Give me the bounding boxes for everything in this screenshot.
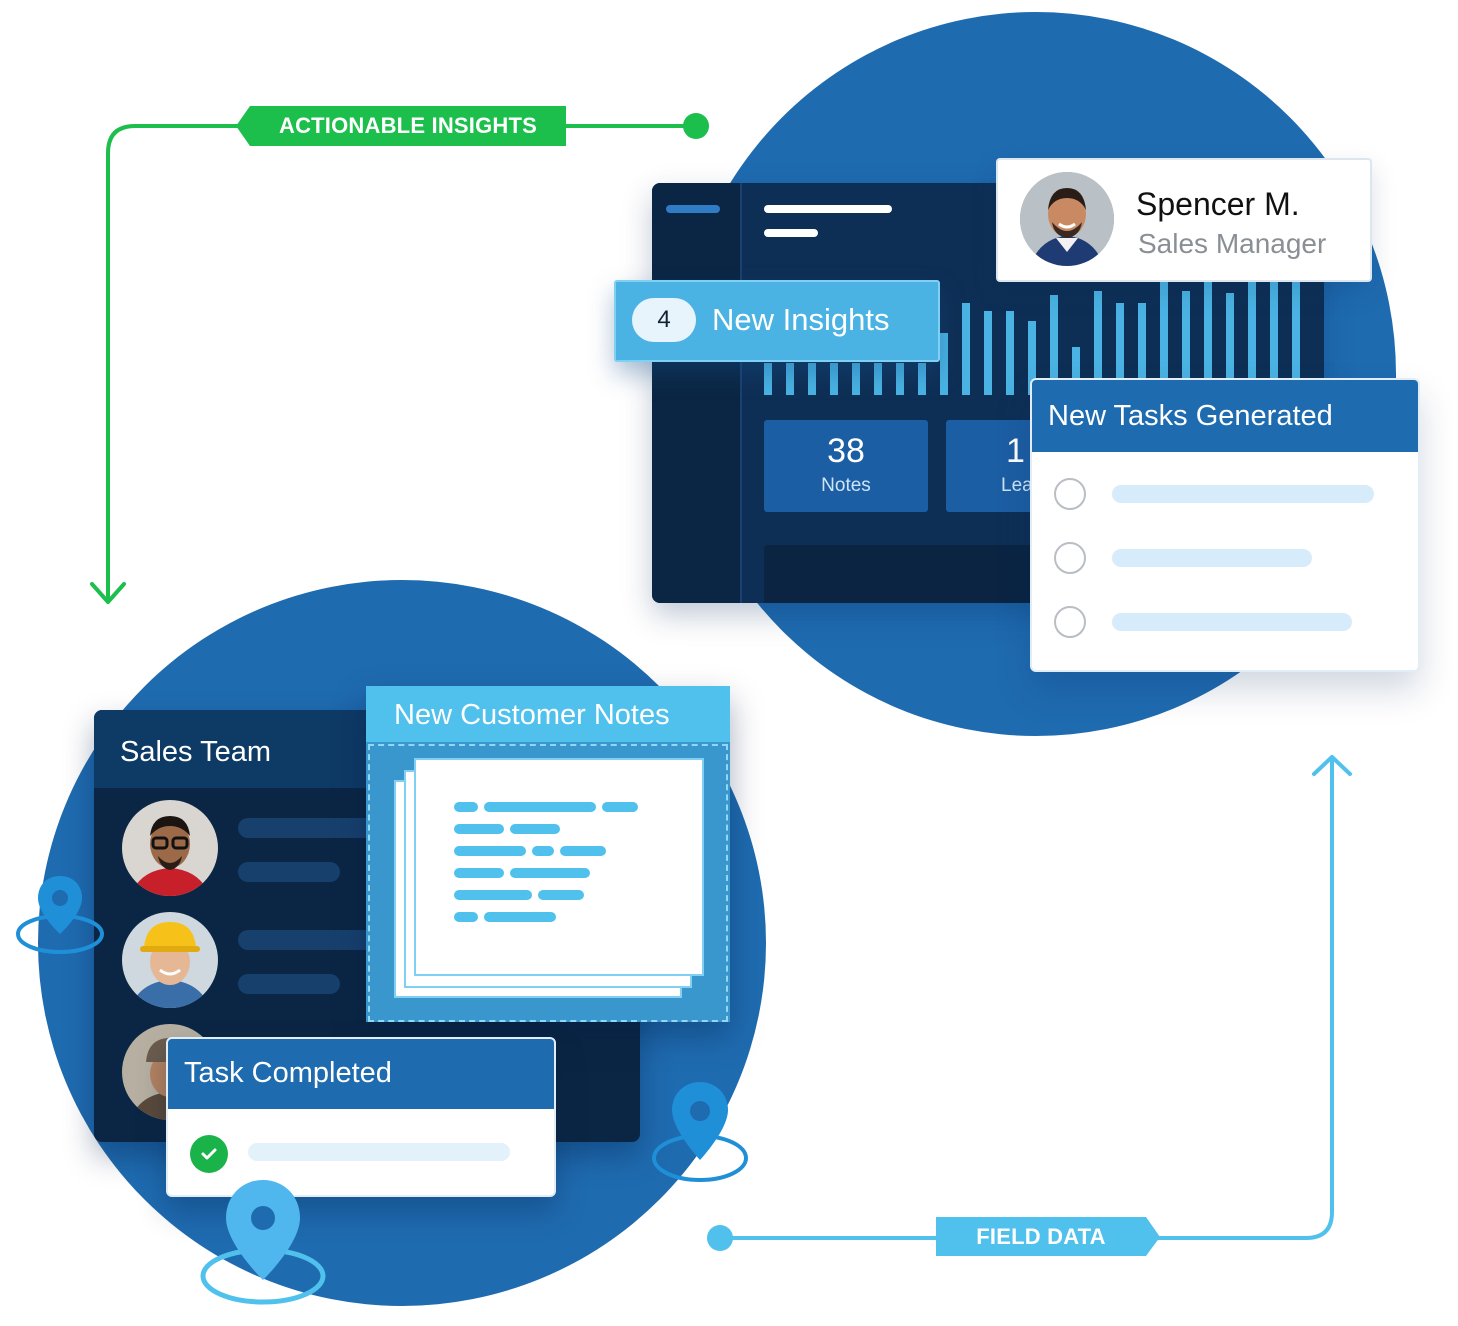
check-icon: [190, 1135, 228, 1173]
profile-name: Spencer M.: [1136, 186, 1300, 222]
notes-count: 38: [827, 432, 865, 470]
task-checkbox-3[interactable]: [1054, 606, 1086, 638]
insights-count-badge: 4: [632, 298, 696, 342]
task-completed-card: Task Completed: [166, 1037, 556, 1197]
insights-label: New Insights: [712, 302, 890, 337]
note-line: [454, 868, 504, 878]
task-line-1: [1112, 485, 1374, 503]
team-member-avatar[interactable]: [122, 800, 218, 896]
note-line: [560, 846, 606, 856]
customer-notes-header: New Customer Notes: [366, 686, 730, 742]
leads-label: Lea: [1001, 475, 1033, 496]
notes-stat: 38 Notes: [764, 420, 928, 512]
location-pin-icon: [652, 1082, 748, 1182]
tasks-card-title: New Tasks Generated: [1048, 400, 1333, 432]
sidebar-placeholder: [666, 205, 720, 213]
new-insights-banner[interactable]: 4 New Insights: [614, 280, 940, 362]
tasks-card-header: New Tasks Generated: [1032, 380, 1418, 452]
completed-task-line: [248, 1143, 510, 1161]
field-data-label: FIELD DATA: [976, 1223, 1106, 1249]
notes-drop-frame: [368, 744, 728, 1022]
customer-notes-title: New Customer Notes: [394, 699, 670, 731]
spencer-avatar: [1020, 172, 1114, 266]
task-checkbox-2[interactable]: [1054, 542, 1086, 574]
team-member-avatar[interactable]: [122, 912, 218, 1008]
task-line-3: [1112, 613, 1352, 631]
note-line: [532, 846, 554, 856]
title-placeholder: [764, 205, 892, 213]
dashboard-sidebar: [652, 183, 742, 603]
note-line: [510, 868, 590, 878]
note-line: [510, 824, 560, 834]
note-line: [454, 912, 478, 922]
task-completed-title: Task Completed: [184, 1057, 392, 1089]
leads-count: 1: [1006, 432, 1025, 470]
new-tasks-card: New Tasks Generated: [1030, 378, 1420, 672]
subtitle-placeholder: [764, 229, 818, 237]
profile-role: Sales Manager: [1138, 228, 1327, 259]
location-pin-icon: [200, 1180, 326, 1305]
task-checkbox-1[interactable]: [1054, 478, 1086, 510]
note-line: [538, 890, 584, 900]
note-line: [454, 802, 478, 812]
sales-team-title: Sales Team: [120, 736, 271, 768]
note-line: [454, 824, 504, 834]
member-line: [238, 974, 340, 994]
task-completed-header: Task Completed: [168, 1039, 554, 1109]
note-line: [484, 912, 556, 922]
note-line: [454, 890, 532, 900]
note-line: [602, 802, 638, 812]
member-line: [238, 862, 340, 882]
note-line: [454, 846, 526, 856]
notes-label: Notes: [821, 475, 871, 496]
actionable-insights-label: ACTIONABLE INSIGHTS: [278, 113, 538, 138]
sales-manager-profile-card: Spencer M. Sales Manager: [996, 158, 1372, 282]
location-pin-icon: [16, 876, 104, 954]
task-line-2: [1112, 549, 1312, 567]
note-line: [484, 802, 596, 812]
customer-notes-card: New Customer Notes: [366, 686, 730, 1022]
bar-chart: [764, 281, 1300, 395]
note-sheet-front: [414, 758, 704, 976]
